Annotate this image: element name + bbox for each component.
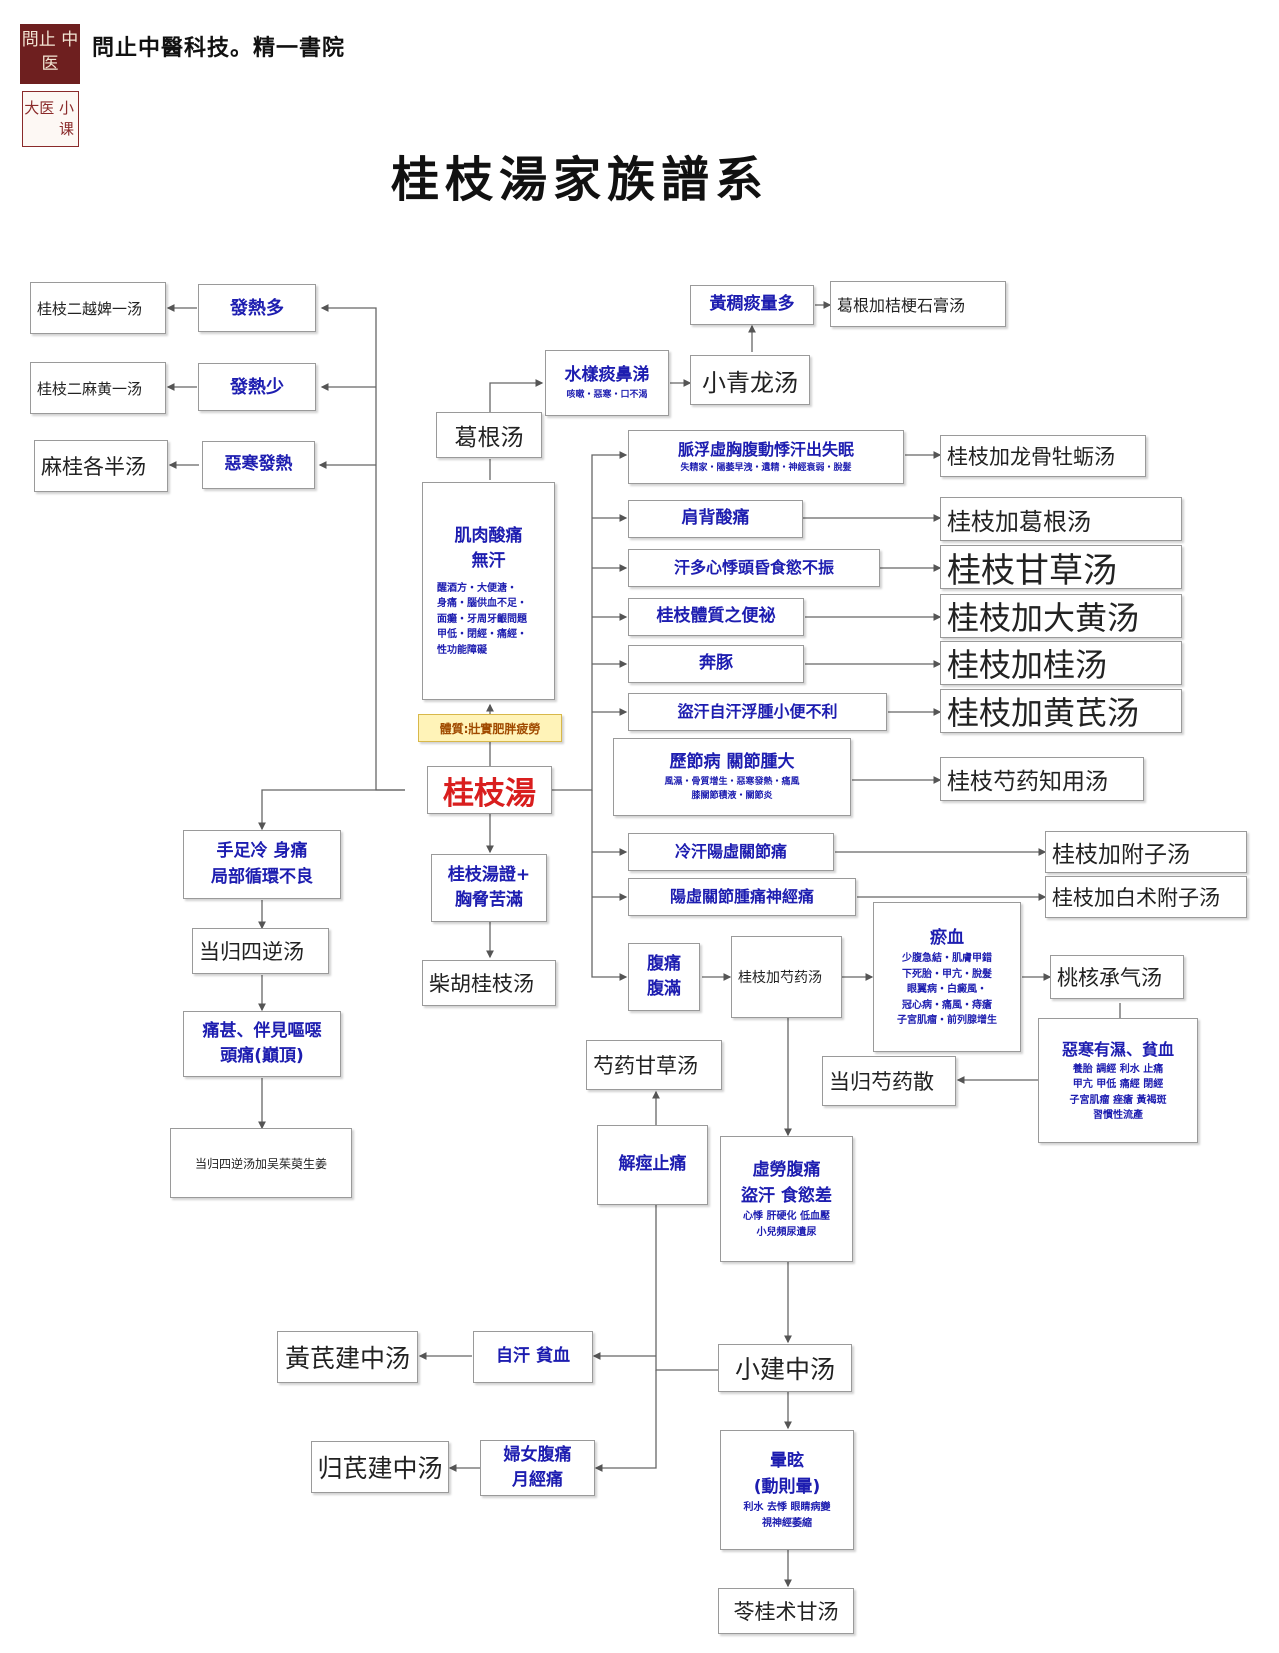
node-daohan-zihan: 盜汗自汗浮腫小便不利 [628,693,887,731]
node-yuxue: 瘀血 少腹急結・肌膚甲錯 下死胎・甲亢・脫髮 眼翼病・白癜風・ 冠心病・痛風・痔… [873,902,1021,1052]
node-xulao-futong: 虛勞腹痛 盜汗 食慾差 心悸 肝硬化 低血壓 小兒頻尿遺尿 [720,1136,853,1262]
node-fare-shao: 發熱少 [198,363,316,411]
logo-mark: 問止 中医 [20,24,80,84]
node-guizhi-gegen: 桂枝加葛根汤 [940,497,1182,541]
node-fare-duo: 發熱多 [198,284,316,332]
node-shouzu-leng: 手足冷 身痛局部循環不良 [183,830,341,899]
node-jianbei: 肩背酸痛 [628,500,803,538]
node-ehan-youshi: 惡寒有濕、貧血 養胎 調經 利水 止痛 甲亢 甲低 痛經 閉經 子宮肌瘤 痤瘡 … [1038,1018,1198,1143]
node-guizhi-huangqi: 桂枝加黄芪汤 [940,689,1182,733]
node-guizhi-shaoyao-zhimu: 桂枝芍药知用汤 [940,757,1144,801]
node-guizhi-jiagui: 桂枝加桂汤 [940,641,1182,685]
node-longgu-muli: 桂枝加龙骨牡蛎汤 [940,435,1146,477]
node-danggui-shaoyao-san: 当归芍药散 [822,1056,956,1106]
node-xiaojianzhong: 小建中汤 [718,1344,852,1392]
node-guizhi-ermahuang: 桂枝二麻黄一汤 [30,362,166,414]
sub-logo-mark: 大医 小课 [22,91,79,147]
node-guizhi-dahuang: 桂枝加大黄汤 [940,594,1182,638]
node-guizhi-eryuebi: 桂枝二越婢一汤 [30,282,166,334]
node-guizhi-shaoyao: 桂枝加芍药汤 [731,936,842,1018]
node-danggui-sini: 当归四逆汤 [192,928,329,974]
node-tongshen: 痛甚、伴見嘔噁頭痛(巔頂) [183,1011,341,1077]
organization-name: 問止中醫科技。精一書院 [92,35,346,61]
node-jirou-suantong: 肌肉酸痛 無汗 醒酒方・大便溏・ 身痛・腦供血不足・ 面癱・牙周牙齦問題 甲低・… [422,482,555,700]
node-lijie: 歷節病 關節腫大風濕・骨質增生・惡寒發熱・痛風膝關節積液・關節炎 [613,738,851,816]
node-lenghan: 冷汗陽虛關節痛 [628,833,834,871]
logo-text: 問止 中医 [21,30,79,74]
node-guizhi-xiongxie: 桂枝湯證+胸脅苦滿 [431,854,547,922]
root-node: 桂枝湯 [427,766,552,814]
node-danggui-sini-wuzhuyu: 当归四逆汤加吴茱萸生姜 [170,1128,352,1198]
node-gegen: 葛根汤 [436,412,542,458]
node-bianmi: 桂枝體質之便祕 [628,598,804,636]
node-yangxu-guanjie: 陽虛關節腫痛神經痛 [628,878,856,916]
node-shaoyao-gancao: 芍药甘草汤 [586,1040,722,1090]
node-guiqi-jianzhong: 归芪建中汤 [311,1441,449,1493]
node-huangqi-jianzhong: 黃芪建中汤 [277,1331,418,1383]
node-guizhi-baizhu-fuzi: 桂枝加白术附子汤 [1045,876,1247,918]
node-huangchou-tan: 黃稠痰量多 [690,285,814,325]
node-guizhi-gancao: 桂枝甘草汤 [940,545,1182,589]
node-magui-geban: 麻桂各半汤 [34,440,168,492]
page-title: 桂枝湯家族譜系 [390,152,769,208]
node-chaihu-guizhi: 柴胡桂枝汤 [422,960,556,1006]
node-futong: 腹痛腹滿 [628,943,700,1011]
node-linggui-zhugan: 苓桂术甘汤 [718,1588,854,1634]
node-yunxuan: 暈眩 (動則暈) 利水 去悸 眼睛病變 視神經萎縮 [720,1430,854,1550]
node-xiaoqinglong: 小青龙汤 [690,355,810,405]
node-maifu-xu: 脈浮虛胸腹動悸汗出失眠失精家・陽萎早洩・遺精・神經衰弱・脫髮 [628,430,904,484]
node-funu-futong: 婦女腹痛月經痛 [480,1440,595,1496]
node-bentun: 奔豚 [628,645,804,683]
node-jiejing-zhitong: 解痙止痛 [597,1125,708,1205]
node-ehan-fare: 惡寒發熱 [202,441,315,489]
node-gegen-jiejie-shigao: 葛根加桔梗石膏汤 [830,281,1006,327]
node-guizhi-fuzi: 桂枝加附子汤 [1045,831,1247,873]
node-handuo-xinji: 汗多心悸頭昏食慾不振 [628,549,880,587]
node-tizhi: 體質:壯實肥胖疲勞 [418,714,562,742]
node-zihan-pinxue: 自汗 貧血 [473,1331,593,1383]
sub-logo-text: 大医 小课 [24,99,74,138]
node-shuiyang-tan: 水樣痰鼻涕咳嗽・惡寒・口不渴 [545,350,669,416]
node-taohe-chengqi: 桃核承气汤 [1050,955,1184,999]
